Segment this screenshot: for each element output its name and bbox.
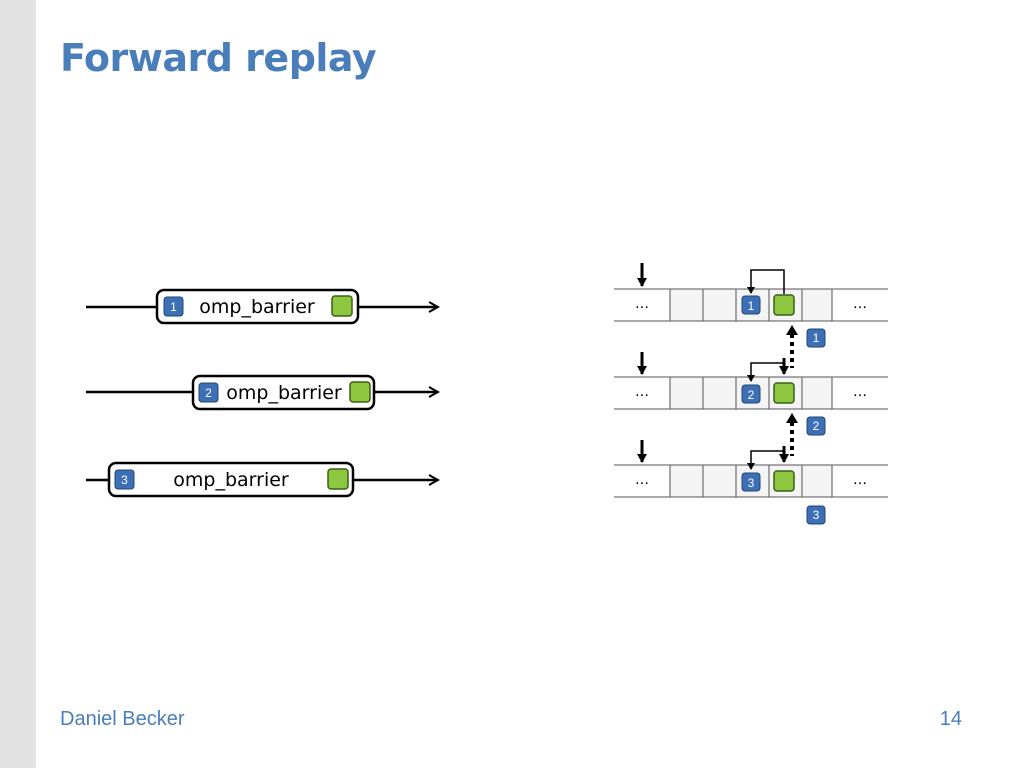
green-square-icon (349, 381, 371, 403)
green-square-icon (331, 295, 353, 317)
barrier-label: omp_barrier (199, 296, 315, 318)
trace-cell (669, 464, 704, 498)
trace-cell (801, 464, 833, 498)
row-id: 2 (748, 388, 755, 402)
trace-cell (702, 288, 737, 322)
numbered-badge-icon (806, 505, 826, 525)
barrier-label: omp_barrier (226, 382, 342, 404)
green-square-icon (327, 468, 349, 490)
trace-row-2: … … 2 2 (614, 352, 888, 436)
barrier-box (107, 461, 355, 498)
sync-label: 3 (813, 508, 820, 522)
numbered-badge-icon (806, 416, 826, 436)
timeline-id: 2 (205, 386, 212, 400)
jump-connector (747, 450, 784, 470)
ellipsis-right: … (853, 472, 867, 488)
numbered-badge-icon (114, 469, 135, 490)
page-number: 14 (939, 708, 962, 730)
numbered-badge-icon (741, 384, 761, 404)
sync-label: 1 (813, 331, 820, 345)
row-id: 1 (748, 299, 755, 313)
green-square-icon (773, 470, 795, 492)
trace-cell (801, 376, 833, 410)
numbered-badge-icon (198, 382, 219, 403)
numbered-badge-icon (741, 472, 761, 492)
slide-title: Forward replay (60, 36, 377, 80)
green-square-icon (773, 294, 795, 316)
numbered-badge-icon (163, 296, 184, 317)
numbered-badge-icon (741, 295, 761, 315)
ellipsis-left: … (635, 384, 649, 400)
side-decoration (0, 0, 36, 768)
numbered-badge-icon (806, 328, 826, 348)
trace-cell (801, 288, 833, 322)
timeline-id: 1 (170, 300, 177, 314)
sync-label: 2 (813, 419, 820, 433)
arrow-up-head (786, 413, 798, 423)
jump-connector (747, 269, 785, 294)
arrow-up-head (786, 325, 798, 335)
trace-cell (669, 288, 704, 322)
timeline-3: 3 omp_barrier (86, 461, 438, 498)
jump-connector (747, 362, 784, 382)
green-square-icon (773, 382, 795, 404)
barrier-box (191, 374, 376, 411)
timeline-id: 3 (121, 473, 128, 487)
ellipsis-right: … (853, 296, 867, 312)
timeline-1: 1 omp_barrier (86, 288, 438, 325)
timeline-2: 2 omp_barrier (86, 374, 438, 411)
barrier-box (155, 288, 360, 325)
ellipsis-right: … (853, 384, 867, 400)
ellipsis-left: … (635, 472, 649, 488)
trace-row-1: … … 1 1 (614, 263, 888, 348)
row-id: 3 (748, 476, 755, 490)
trace-cell (702, 464, 737, 498)
trace-cell (669, 376, 704, 410)
ellipsis-left: … (635, 296, 649, 312)
footer-author: Daniel Becker (60, 708, 185, 730)
trace-cell (702, 376, 737, 410)
barrier-label: omp_barrier (173, 469, 289, 491)
trace-row-3: … … 3 3 (614, 440, 888, 525)
